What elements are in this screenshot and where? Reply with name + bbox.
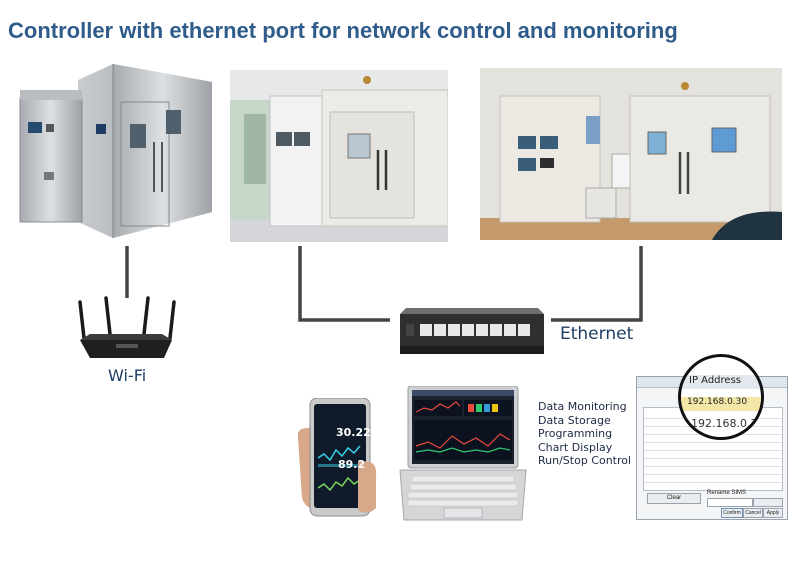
rename-sims-label: Rename SIMS — [707, 490, 747, 496]
feature-item-data-storage: Data Storage — [538, 413, 611, 427]
ethernet-label: Ethernet — [560, 324, 634, 344]
magnifier-ip-value: 192.168.0.30 — [687, 397, 748, 407]
wifi-router-icon — [78, 296, 176, 358]
phone-reading-1: 30.22 — [336, 426, 371, 439]
clear-button[interactable]: Clear — [647, 493, 701, 504]
walk-in-chamber-1-image — [19, 64, 212, 238]
walk-in-chamber-3-image — [480, 68, 782, 240]
feature-item-data-monitoring: Data Monitoring — [538, 400, 627, 413]
rename-sims-input[interactable] — [707, 498, 753, 507]
confirm-button[interactable]: Confirm — [721, 508, 743, 518]
cancel-button[interactable]: Cancel — [743, 508, 763, 518]
rename-button[interactable] — [753, 498, 783, 507]
chamber3-switch-line — [551, 246, 643, 322]
phone-reading-2: 89.2 — [338, 458, 366, 471]
apply-button[interactable]: Apply — [763, 508, 783, 518]
walk-in-chamber-2-image — [230, 70, 448, 242]
magnifier-lens: IP Address 192.168.0.30 192.168.0.3 — [678, 354, 764, 440]
page-title: Controller with ethernet port for networ… — [8, 18, 678, 43]
magnifier-ip-value-next: 192.168.0.3 — [691, 417, 758, 430]
smartphone-app-image: 30.22 89.2 — [298, 398, 378, 522]
feature-item-programming: Programming — [538, 427, 613, 440]
laptop-software-image — [399, 386, 527, 521]
magnifier-ip-header: IP Address — [689, 375, 741, 386]
feature-item-chart-display: Chart Display — [538, 440, 613, 454]
feature-item-run-stop-control: Run/Stop Control — [538, 454, 632, 467]
chamber2-switch-line — [298, 246, 390, 322]
feature-list: Data Monitoring Data Storage Programming… — [538, 400, 631, 468]
ethernet-switch-icon — [400, 308, 544, 354]
wifi-label: Wi-Fi — [108, 366, 147, 385]
